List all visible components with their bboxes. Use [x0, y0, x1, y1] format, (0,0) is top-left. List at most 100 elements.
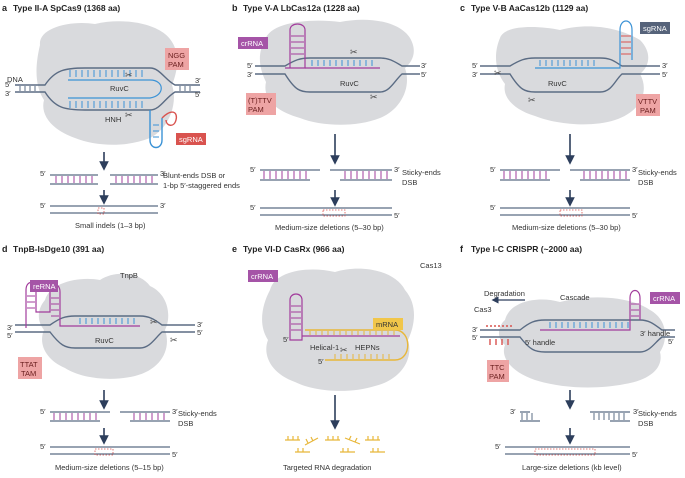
strand-end: 5′ — [283, 335, 289, 344]
strand-end: 5′ — [40, 442, 46, 451]
panel-e-title: Type VI-D CasRx (966 aa) — [243, 244, 345, 254]
handle-label: 5′ handle — [525, 338, 555, 347]
panel-d-title: TnpB-IsDge10 (391 aa) — [13, 244, 104, 254]
strand-end: 5′ — [394, 211, 400, 220]
scissors-icon: ✂ — [350, 47, 358, 57]
panel-a-letter: a — [2, 3, 8, 13]
strand-end: 5′ — [250, 165, 256, 174]
domain-label: RuvC — [340, 79, 359, 88]
strand-end: 5′ — [172, 450, 178, 459]
strand-end: 5′ — [495, 442, 501, 451]
cas9-protein — [36, 21, 178, 145]
degradation-label: Degradation — [484, 289, 525, 298]
panel-f-title: Type I-C CRISPR (~2000 aa) — [471, 244, 582, 254]
strand-end: 3′ — [633, 407, 639, 416]
rerna-box — [30, 280, 58, 292]
strand-end: 5′ — [250, 203, 256, 212]
scissors-icon: ✂ — [340, 345, 348, 355]
tam-label: TTAT — [20, 360, 38, 369]
domain-label: RuvC — [110, 84, 129, 93]
pam-label: PAM — [168, 60, 184, 69]
protein-label: Cas13 — [420, 261, 442, 270]
outcome-label: Large-size deletions (kb level) — [522, 463, 622, 472]
handle-label: 3′ handle — [640, 329, 670, 338]
domain-label: RuvC — [548, 79, 567, 88]
crrna-box — [248, 270, 278, 282]
scissors-icon: ✂ — [125, 110, 133, 120]
outcome-label: Small indels (1–3 bp) — [75, 221, 146, 230]
scissors-icon: ✂ — [370, 92, 378, 102]
panel-f-letter: f — [460, 244, 464, 254]
panel-a: a Type II-A SpCas9 (1368 aa) DNA 5′ 3′ 3… — [2, 3, 240, 230]
strand-end: 3′ — [632, 165, 638, 174]
strand-end: 5′ — [472, 61, 478, 70]
protein-label: TnpB — [120, 271, 138, 280]
ends-label: Blunt-ends DSB or — [163, 171, 226, 180]
strand-end: 3′ — [5, 89, 11, 98]
strand-end: 3′ — [160, 169, 166, 178]
strand-end: 5′ — [40, 169, 46, 178]
panel-c-letter: c — [460, 3, 465, 13]
strand-end: 3′ — [472, 70, 478, 79]
strand-end: 3′ — [195, 76, 201, 85]
tam-label: TAM — [21, 369, 36, 378]
panel-e-letter: e — [232, 244, 237, 254]
crrna-box — [650, 292, 680, 304]
panel-a-title: Type II-A SpCas9 (1368 aa) — [13, 3, 120, 13]
pam-box — [246, 93, 276, 115]
strand-end: 3′ — [197, 320, 203, 329]
panel-c-title: Type V-B AaCas12b (1129 aa) — [471, 3, 588, 13]
strand-end: 5′ — [490, 203, 496, 212]
target-label: mRNA — [376, 320, 398, 329]
strand-end: 3′ — [662, 61, 668, 70]
pam-box — [165, 48, 189, 70]
tam-box — [18, 357, 42, 379]
outcome-label: Medium-size deletions (5–30 bp) — [512, 223, 621, 232]
strand-end: 3′ — [510, 407, 516, 416]
strand-end: 3′ — [394, 165, 400, 174]
scissors-icon: ✂ — [125, 70, 133, 80]
guide-label: crRNA — [251, 272, 273, 281]
ends-label: DSB — [638, 419, 653, 428]
pam-label: NGG — [168, 51, 185, 60]
panel-f: f Type I-C CRISPR (~2000 aa) Degradation… — [460, 244, 680, 472]
ends-label: DSB — [178, 419, 193, 428]
scissors-icon: ✂ — [494, 68, 502, 78]
strand-end: 3′ — [421, 61, 427, 70]
pam-label: (T)TTV — [248, 96, 272, 105]
outcome-label: Medium-size deletions (5–30 bp) — [275, 223, 384, 232]
strand-end: 3′ — [160, 201, 166, 210]
domain-label: Helical-1 — [310, 343, 339, 352]
panel-c: c Type V-B AaCas12b (1129 aa) sgRNA VTTV… — [460, 3, 677, 232]
strand-end: 5′ — [472, 333, 478, 342]
ends-label: Sticky-ends — [402, 168, 441, 177]
pam-label: TTC — [490, 363, 505, 372]
panel-b-letter: b — [232, 3, 238, 13]
panel-e: e Type VI-D CasRx (966 aa) crRNA mRNA Ca… — [232, 244, 442, 472]
domain-label: RuvC — [95, 336, 114, 345]
pam-label: VTTV — [638, 97, 657, 106]
ends-label: DSB — [402, 178, 417, 187]
guide-label: crRNA — [653, 294, 675, 303]
strand-end: 5′ — [247, 61, 253, 70]
strand-end: 5′ — [7, 331, 13, 340]
sgrna-box — [176, 133, 206, 145]
strand-end: 5′ — [197, 328, 203, 337]
domain-label: HNH — [105, 115, 121, 124]
pam-box — [636, 94, 660, 116]
pam-label: PAM — [640, 106, 656, 115]
strand-end: 3′ — [7, 323, 13, 332]
strand-end: 3′ — [172, 407, 178, 416]
scissors-icon: ✂ — [150, 317, 158, 327]
mrna-box — [373, 318, 403, 330]
strand-end: 5′ — [318, 357, 324, 366]
strand-end: 3′ — [247, 70, 253, 79]
strand-end: 5′ — [421, 70, 427, 79]
guide-label: crRNA — [241, 39, 263, 48]
ends-label: 1-bp 5′-staggered ends — [163, 181, 240, 190]
strand-end: 5′ — [5, 80, 11, 89]
panel-d: d TnpB-IsDge10 (391 aa) reRNA TnpB TTAT … — [2, 244, 217, 472]
strand-end: 5′ — [490, 165, 496, 174]
ends-label: Sticky-ends — [178, 409, 217, 418]
